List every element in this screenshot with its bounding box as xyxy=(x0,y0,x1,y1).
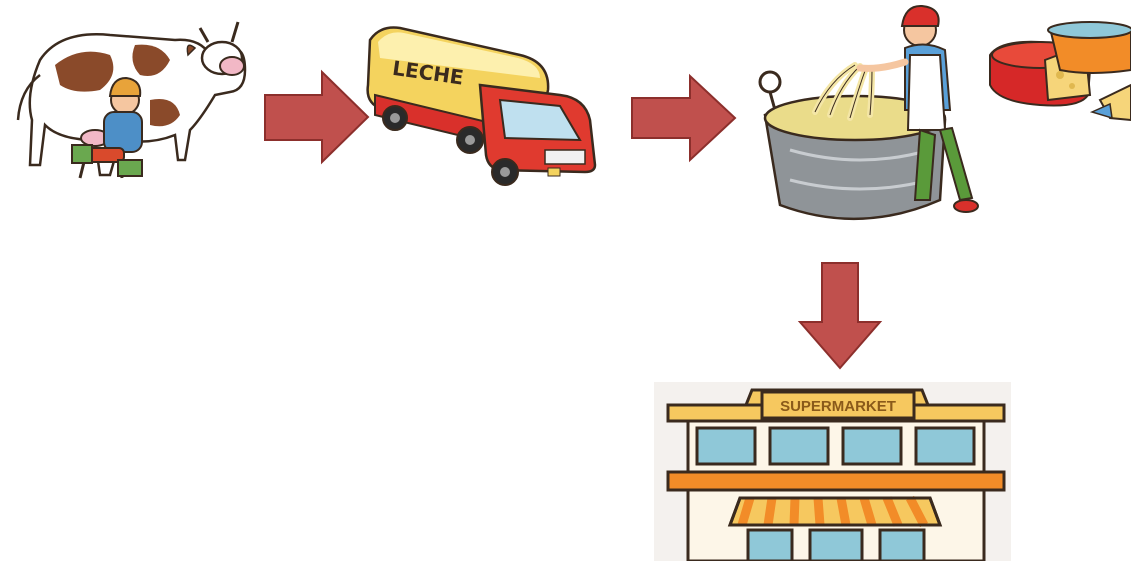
arrow-down-icon xyxy=(797,262,883,370)
supermarket-icon: SUPERMARKET xyxy=(654,382,1011,561)
cheese-wheel-icon xyxy=(989,21,1131,122)
milk-truck-icon: LECHE xyxy=(366,26,597,186)
arrow-right-icon xyxy=(631,73,737,163)
supermarket-sign: SUPERMARKET xyxy=(780,398,896,415)
arrow-right-icon xyxy=(264,69,370,165)
cheese-making-icon xyxy=(758,4,979,221)
cow-milking-icon xyxy=(16,21,247,179)
